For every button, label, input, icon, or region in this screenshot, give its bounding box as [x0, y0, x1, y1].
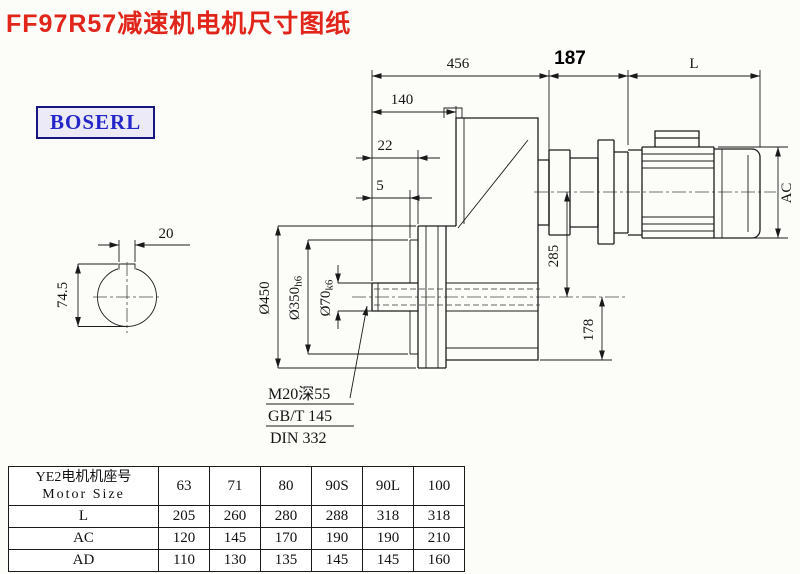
- cell-AD-80: 135: [260, 549, 312, 572]
- header-size-90l: 90L: [362, 466, 414, 506]
- shaft-end-notes: M20深55 GB/T 145 DIN 332: [266, 305, 369, 447]
- row-label-AD: AD: [8, 549, 159, 572]
- cell-AC-90l: 190: [362, 527, 414, 550]
- dim-140-label: 140: [391, 92, 414, 108]
- cell-AC-100: 210: [413, 527, 465, 550]
- dim-187-label: 187: [554, 48, 586, 69]
- dim-20-label: 20: [159, 226, 174, 242]
- page-title: FF97R57减速机电机尺寸图纸: [6, 10, 352, 38]
- dim-d350-label: Ø350h6: [287, 275, 305, 320]
- header-size-80: 80: [260, 466, 312, 506]
- boserl-logo: BOSERL: [36, 106, 156, 139]
- cell-AC-71: 145: [209, 527, 261, 550]
- top-dimension-lines: 456 187 L: [371, 48, 761, 281]
- cell-AC-90s: 190: [311, 527, 363, 550]
- dim-178-label: 178: [581, 319, 597, 342]
- header-motor-size-cn: YE2电机机座号: [35, 470, 132, 485]
- hidden-bore-lines: [374, 288, 540, 306]
- cell-AD-71: 130: [209, 549, 261, 572]
- dim-d450-label: Ø450: [257, 281, 273, 314]
- header-size-90s: 90S: [311, 466, 363, 506]
- header-size-63: 63: [158, 466, 210, 506]
- header-motor-size-en: Motor Size: [42, 487, 125, 502]
- dim-AC-label: AC: [779, 183, 795, 204]
- cell-L-90s: 288: [311, 505, 363, 528]
- table-row-AD: AD 110 130 135 145 145 160: [8, 549, 465, 572]
- row-label-L: L: [8, 505, 159, 528]
- cell-L-80: 280: [260, 505, 312, 528]
- motor-size-table: YE2电机机座号 Motor Size 63 71 80 90S 90L 100…: [8, 466, 465, 572]
- left-dimension-lines: 140 22 5: [356, 92, 457, 238]
- motor-outline: [628, 130, 761, 239]
- dim-d70-label: Ø70k6: [318, 279, 336, 316]
- dim-L-label: L: [689, 56, 698, 72]
- cell-L-63: 205: [158, 505, 210, 528]
- vertical-dimension-lines: 285 178 AC: [540, 146, 795, 361]
- cell-AC-63: 120: [158, 527, 210, 550]
- keyway-dimension: 20 74.5: [55, 226, 190, 327]
- row-label-AC: AC: [8, 527, 159, 550]
- table-header-row: YE2电机机座号 Motor Size 63 71 80 90S 90L 100: [8, 466, 465, 506]
- dim-5-label: 5: [376, 178, 384, 194]
- header-size-71: 71: [209, 466, 261, 506]
- dim-22-label: 22: [378, 138, 393, 154]
- note-din332: DIN 332: [270, 430, 326, 447]
- cell-AD-90s: 145: [311, 549, 363, 572]
- dim-285-label: 285: [546, 245, 562, 268]
- cell-AD-100: 160: [413, 549, 465, 572]
- note-m20: M20深55: [268, 385, 330, 403]
- dim-456-label: 456: [447, 56, 470, 72]
- motor-adapter: [538, 139, 629, 245]
- dim-74-5-label: 74.5: [55, 282, 71, 308]
- gearbox-outline: [371, 107, 539, 369]
- cell-AD-63: 110: [158, 549, 210, 572]
- diameter-dimension-lines: Ø450 Ø350h6 Ø70k6: [257, 225, 416, 369]
- note-gbt145: GB/T 145: [268, 408, 332, 425]
- cell-AC-80: 170: [260, 527, 312, 550]
- cell-L-90l: 318: [362, 505, 414, 528]
- cell-AD-90l: 145: [362, 549, 414, 572]
- header-motor-size: YE2电机机座号 Motor Size: [8, 466, 159, 506]
- cell-L-71: 260: [209, 505, 261, 528]
- header-size-100: 100: [413, 466, 465, 506]
- table-row-L: L 205 260 280 288 318 318: [8, 505, 465, 528]
- centerlines: [93, 191, 776, 333]
- table-row-AC: AC 120 145 170 190 190 210: [8, 527, 465, 550]
- cell-L-100: 318: [413, 505, 465, 528]
